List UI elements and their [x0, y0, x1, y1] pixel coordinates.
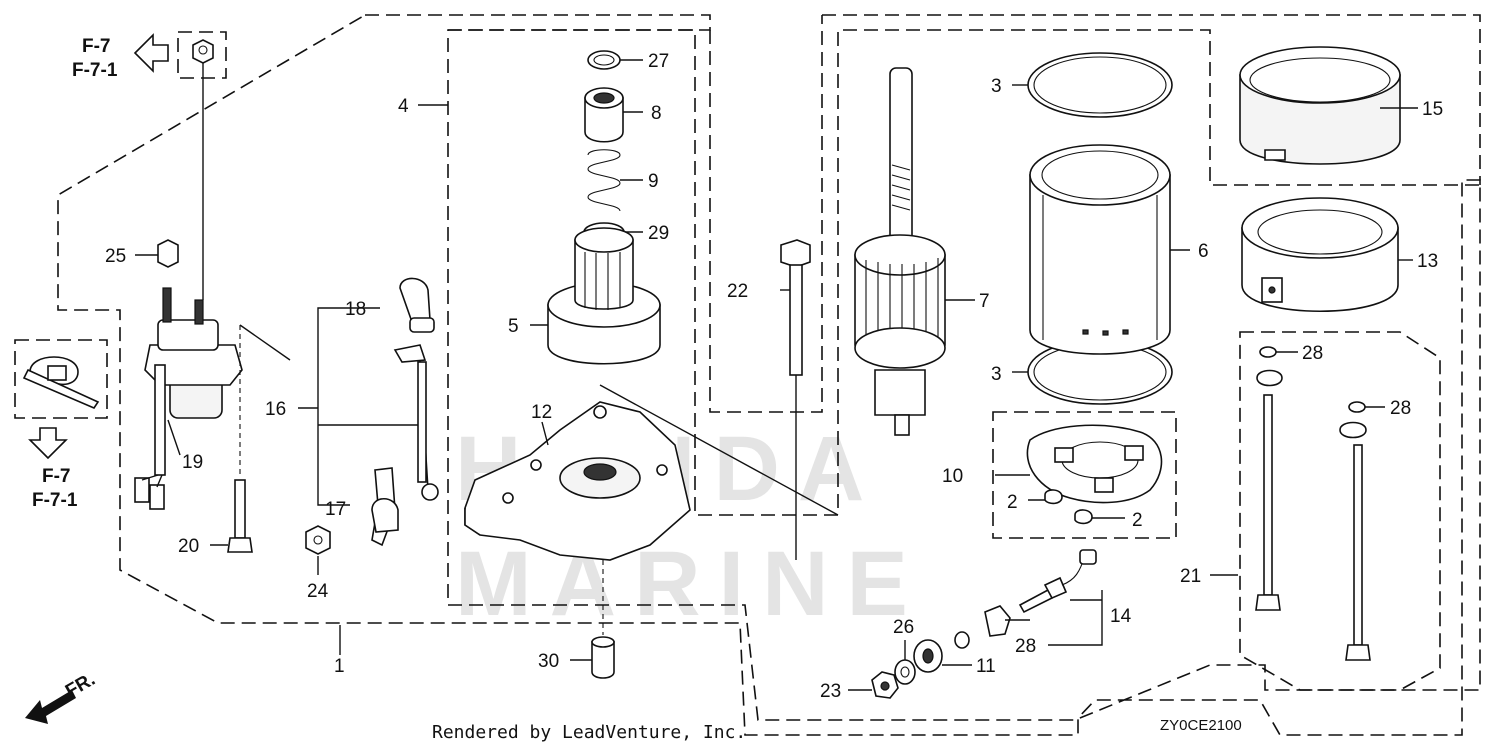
- armature-7-part: [854, 67, 975, 436]
- cover-13-part: [1241, 197, 1413, 313]
- callout-6: 6: [1198, 241, 1209, 262]
- snap-ring-27-part: [587, 50, 643, 70]
- footer-credit: Rendered by LeadVenture, Inc.: [432, 722, 746, 743]
- watermark-line-2: MARINE: [455, 533, 926, 635]
- front-arrow-icon: [25, 690, 76, 724]
- diagram-code: ZY0CE2100: [1160, 717, 1242, 734]
- callout-27: 27: [648, 51, 669, 72]
- solenoid-part: [134, 287, 243, 510]
- bolt-20-part: [210, 324, 291, 553]
- washer-28-part-a: [954, 631, 970, 649]
- bolt-22-part: [780, 239, 811, 560]
- callout-26: 26: [893, 617, 914, 638]
- assembly-boundary-4: [448, 29, 1480, 516]
- callout-24: 24: [307, 581, 329, 602]
- assembly-boundary-motor: [822, 14, 1481, 185]
- callout-2a: 2: [1007, 492, 1018, 513]
- brush-holder-box: [992, 411, 1177, 539]
- band-15-part: [1239, 46, 1418, 165]
- callout-8: 8: [651, 103, 662, 124]
- bracket-16: [298, 307, 418, 506]
- clip-2-part-b: [1074, 509, 1125, 525]
- callout-22: 22: [727, 281, 748, 302]
- ring-3-top-part: [1012, 52, 1173, 118]
- ref-left-2: F-7-1: [32, 490, 78, 511]
- bushing-30-part: [570, 560, 615, 679]
- callout-2b: 2: [1132, 510, 1143, 531]
- nut-25-part: [135, 239, 179, 268]
- pinion-5-part: [530, 227, 661, 365]
- callout-3a: 3: [991, 76, 1002, 97]
- through-bolt-box: [1239, 331, 1441, 691]
- nut-ref-part: [192, 39, 214, 300]
- callout-29: 29: [648, 223, 669, 244]
- callout-15: 15: [1422, 99, 1443, 120]
- callout-28b: 28: [1390, 398, 1411, 419]
- callout-14: 14: [1110, 606, 1132, 627]
- callout-23: 23: [820, 681, 841, 702]
- ref-left-1: F-7: [42, 466, 71, 487]
- callout-13: 13: [1417, 251, 1438, 272]
- callout-5: 5: [508, 316, 519, 337]
- reference-arrow-icon: [28, 427, 68, 460]
- cable-tie-part: [22, 356, 100, 409]
- callout-7: 7: [979, 291, 990, 312]
- through-bolt-21-part: [1210, 394, 1371, 661]
- callout-16: 16: [265, 399, 286, 420]
- cable-tie-box: [14, 339, 108, 419]
- clip-2-part-a: [1028, 489, 1063, 505]
- nut-23-part: [848, 671, 899, 699]
- callout-30: 30: [538, 651, 559, 672]
- callout-20: 20: [178, 536, 199, 557]
- nut-11-part: [913, 639, 972, 673]
- callout-10: 10: [942, 466, 963, 487]
- callout-9: 9: [648, 171, 659, 192]
- callout-18: 18: [345, 299, 366, 320]
- callout-21: 21: [1180, 566, 1201, 587]
- ref-nut-box: [177, 31, 227, 79]
- end-cover-12-part: [464, 384, 839, 561]
- callout-12: 12: [531, 402, 552, 423]
- ref-top-2: F-7-1: [72, 60, 118, 81]
- collar-8-part: [584, 87, 643, 143]
- nut-24-part: [305, 525, 331, 575]
- callout-28a: 28: [1302, 343, 1323, 364]
- callout-3b: 3: [991, 364, 1002, 385]
- ref-top-1: F-7: [82, 36, 111, 57]
- cable-assembly-part: [371, 277, 439, 547]
- callout-17: 17: [325, 499, 346, 520]
- callout-28c: 28: [1015, 636, 1036, 657]
- callout-4: 4: [398, 96, 409, 117]
- reference-arrow-icon: [133, 33, 169, 73]
- assembly-boundary-1: [57, 14, 1481, 736]
- brush-holder-10-part: [995, 424, 1163, 504]
- terminal-14-part: [984, 549, 1103, 646]
- bolt-22-box: [709, 15, 823, 413]
- callout-25: 25: [105, 246, 126, 267]
- washer-28-part-c: [1339, 401, 1385, 439]
- washer-28-part-b: [1256, 346, 1298, 387]
- washer-26-part: [894, 640, 916, 685]
- callout-19: 19: [182, 452, 203, 473]
- callout-11: 11: [976, 656, 996, 677]
- callout-1: 1: [334, 656, 345, 677]
- spring-9-part: [587, 149, 643, 212]
- lead-19: [167, 419, 181, 456]
- yoke-6-part: [1029, 144, 1190, 355]
